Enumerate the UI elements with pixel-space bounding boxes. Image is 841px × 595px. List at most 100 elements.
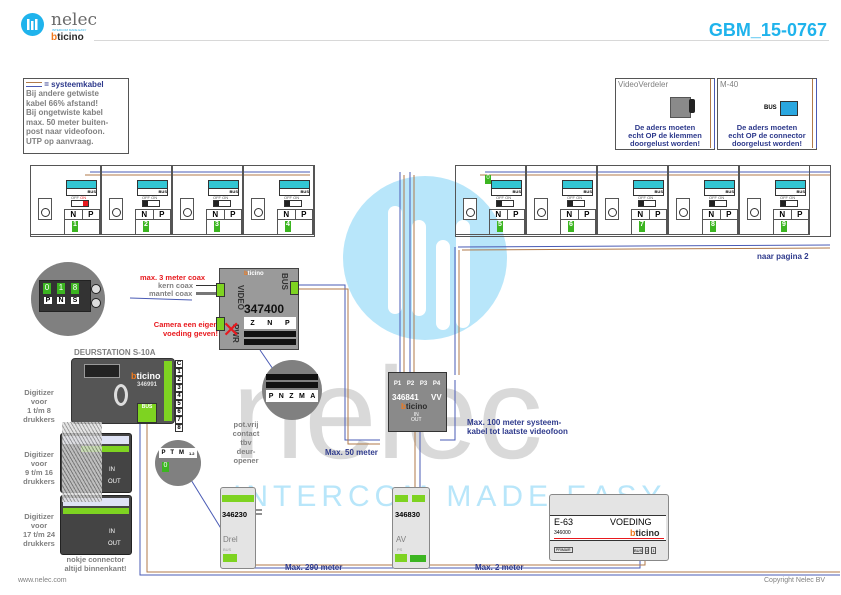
switch-labels: OFF ON: [496, 195, 512, 200]
footer-website[interactable]: www.nelec.com: [18, 577, 67, 584]
switch-labels: OFF ON: [567, 195, 583, 200]
dip-switch[interactable]: [709, 200, 727, 207]
dip-switch[interactable]: [780, 200, 798, 207]
terminal-label: 3: [175, 384, 183, 392]
cable-blue: [139, 420, 840, 576]
crosshair-icon: [608, 208, 617, 217]
config-slots: Z N P: [244, 317, 296, 329]
bus-connector-icon: [780, 101, 798, 116]
cable-blue: [457, 244, 831, 248]
dip-switch[interactable]: [496, 200, 514, 207]
relay-model: 346230: [222, 510, 248, 519]
av-model: 346830: [395, 510, 421, 519]
header-divider: [94, 40, 829, 41]
np-block: N P 2: [135, 209, 171, 235]
unit-number-badge: 8: [710, 221, 716, 232]
unit-number-badge: 9: [781, 221, 787, 232]
handset-icon: [180, 198, 194, 220]
unit-number-badge: 4: [285, 221, 291, 232]
terminal-labels: BUS: [775, 188, 806, 196]
crosshair-icon: [679, 208, 688, 217]
screw-icon: [91, 284, 101, 294]
dip-switch[interactable]: [284, 200, 302, 207]
brand-name: nelec: [51, 10, 98, 30]
terminal-label: C: [175, 360, 183, 368]
ribbon-cable: [62, 422, 102, 502]
crosshair-icon: [537, 208, 546, 217]
handset-icon: [676, 198, 690, 220]
terminal-label: 1: [175, 368, 183, 376]
header: nelec INTERCOM MADE EASY bticino GBM_15-…: [0, 0, 841, 45]
distance-max-50: Max. 50 meter: [325, 448, 378, 457]
dip-switch[interactable]: [213, 200, 231, 207]
switch-labels: OFF ON: [142, 195, 158, 200]
dip-switch[interactable]: [567, 200, 585, 207]
terminal-labels: BUS: [137, 188, 168, 196]
footer-copyright: Copyright Nelec BV: [764, 577, 826, 584]
av-ps-terminal: [395, 554, 407, 562]
document-id: GBM_15-0767: [708, 20, 827, 40]
bus-label: BUS: [512, 189, 521, 194]
bus-label: BUS: [796, 189, 805, 194]
handset-icon: [109, 198, 123, 220]
cable-brown: [146, 420, 840, 573]
relay-config-slots: P T M 1.2: [159, 448, 197, 458]
bticino-logo: bticino: [401, 402, 428, 411]
bticino-logo: bticino: [244, 271, 264, 277]
io-label: OUT: [108, 479, 121, 485]
terminal-label: 4: [175, 392, 183, 400]
videophone-unit: BUS OFF ON N P 1: [30, 165, 101, 235]
bus-label: BUS: [725, 189, 734, 194]
np-block: N P 6: [560, 209, 596, 235]
legend-line: Bij andere getwiste: [26, 89, 99, 98]
dip-row: [266, 382, 318, 388]
door-station-s10a: bticino 346991 BUS: [71, 358, 175, 424]
dip-switch[interactable]: [71, 200, 89, 207]
power-supply-e63: E-63 VOEDING 346000 bticino PRIMAIR BUS …: [549, 494, 669, 561]
handset-icon: [463, 198, 477, 220]
terminal-labels: BUS: [66, 188, 97, 196]
unit-number-badge: 1: [72, 221, 78, 232]
connector-note: nokje connector altijd binnenkant!: [64, 555, 127, 573]
coax-max-note: max. 3 meter coax: [140, 273, 206, 282]
bus-label: BUS: [583, 189, 592, 194]
av-ps-label: PS: [397, 547, 403, 552]
legend-cable-row: = systeemkabel: [26, 80, 126, 89]
model-number: 347400: [244, 302, 285, 316]
crosshair-icon: [750, 208, 759, 217]
io-label: IN: [109, 529, 115, 535]
videophone-unit: BUS OFF ON N P 8: [668, 165, 739, 235]
bus-label: BUS: [300, 189, 309, 194]
terminal-labels: BUS: [208, 188, 239, 196]
brand-tagline: INTERCOM MADE EASY: [52, 28, 87, 32]
bus-label: BUS: [279, 273, 289, 290]
digitizer-3: IN OUT: [60, 495, 132, 555]
detail-box-note: De aders moeten echt OP de connector doo…: [728, 123, 806, 148]
terminal-label: 7: [175, 416, 183, 424]
switch-labels: OFF ON: [213, 195, 229, 200]
system-cable-swatch: [26, 82, 42, 88]
dip-switch[interactable]: [142, 200, 160, 207]
np-block: N P 7: [631, 209, 667, 235]
legend-line: UTP op aanvraag.: [26, 136, 94, 146]
av-name: AV: [396, 535, 407, 544]
bus-terminal: [290, 281, 299, 295]
bticino-logo: bticino: [630, 528, 660, 538]
ps-front: [550, 515, 666, 541]
dip-switch[interactable]: [638, 200, 656, 207]
legend-line: max. 50 meter buiten-: [26, 117, 109, 127]
switch-labels: OFF ON: [638, 195, 654, 200]
vv-model: 346841: [392, 393, 419, 402]
cable-blue: [440, 380, 456, 441]
ps-red-line: [554, 538, 664, 539]
handset-icon: [605, 198, 619, 220]
config-digit: 1: [57, 283, 65, 294]
np-block: N P 5: [489, 209, 525, 235]
handset-icon: [747, 198, 761, 220]
bus-label: BUS: [141, 404, 153, 410]
terminal-labels: BUS: [491, 188, 522, 196]
config-label: S: [71, 297, 79, 304]
